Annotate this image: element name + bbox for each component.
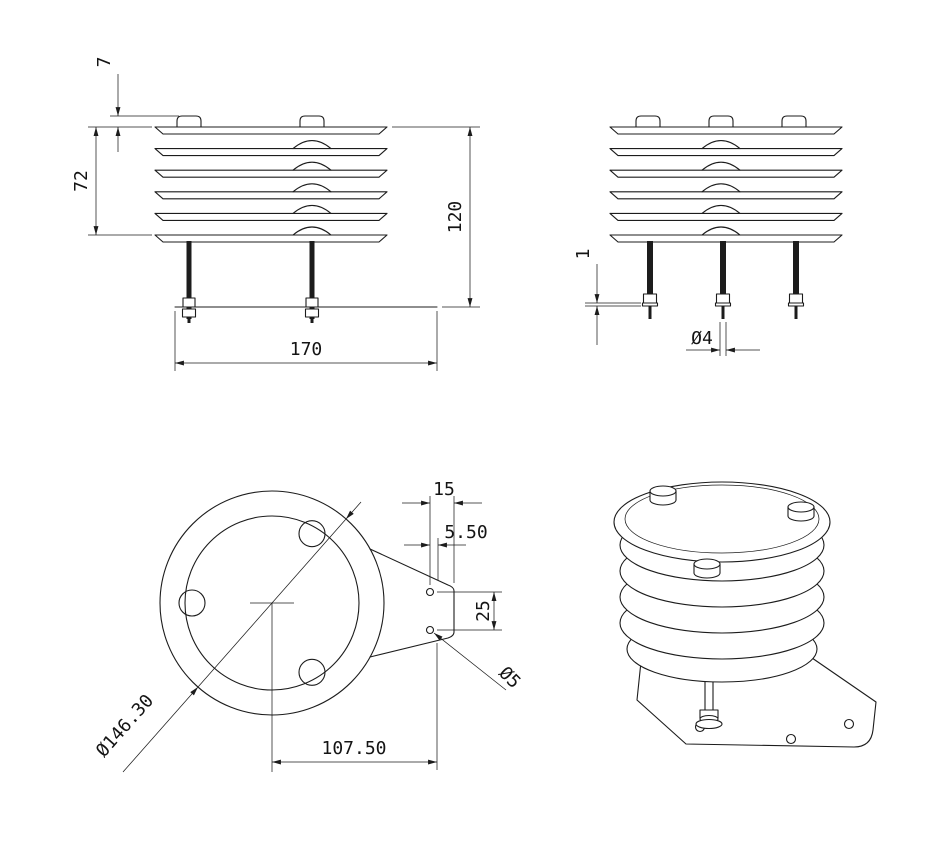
iso-washer xyxy=(695,718,723,730)
bottom-view: Ø146.30 15 5.50 25 Ø5 xyxy=(92,479,525,773)
cap-hole xyxy=(298,520,326,548)
dim-base-width: 170 xyxy=(174,311,438,371)
dim-washer-thickness: 1 xyxy=(573,249,641,345)
dim-hole-edge-offset-label: 15 xyxy=(433,479,455,500)
dim-overall-height: 120 xyxy=(392,126,480,308)
dim-louver-stack-height-label: 72 xyxy=(71,170,92,192)
dim-shield-diameter: Ø146.30 xyxy=(92,501,362,773)
dim-louver-stack-height: 72 xyxy=(71,126,152,236)
cap-hole xyxy=(298,658,326,686)
dim-base-width-label: 170 xyxy=(290,339,323,360)
dim-stud-diameter-label: Ø4 xyxy=(691,328,713,349)
iso-cap xyxy=(693,558,721,579)
mount-bracket-outline xyxy=(369,548,455,658)
isometric-view xyxy=(613,481,877,748)
dim-hole-spacing: 25 xyxy=(437,591,502,631)
iso-lid-rim xyxy=(624,484,820,554)
dim-hole-side-offset-label: 5.50 xyxy=(444,522,487,543)
iso-lid xyxy=(613,481,831,563)
iso-cap xyxy=(649,485,677,506)
iso-cap xyxy=(787,501,815,522)
dim-cap-height: 7 xyxy=(94,57,179,152)
mount-hole xyxy=(425,625,435,635)
dim-hole-side-offset: 5.50 xyxy=(404,522,488,580)
side-view: 1 Ø4 xyxy=(573,115,843,356)
dim-hole-edge-offset: 15 xyxy=(402,479,482,585)
iso-mount-hole xyxy=(843,718,855,730)
dim-shield-diameter-label: Ø146.30 xyxy=(92,691,158,762)
dim-center-to-edge-label: 107.50 xyxy=(321,738,386,759)
dim-center-to-edge: 107.50 xyxy=(272,643,438,770)
iso-mount-hole xyxy=(785,733,797,745)
dim-mount-hole-diameter-label: Ø5 xyxy=(494,663,524,693)
dim-mount-hole-diameter: Ø5 xyxy=(433,632,525,693)
front-view: 7 72 120 170 xyxy=(71,57,480,371)
mount-hole xyxy=(425,587,435,597)
dim-stud-diameter: Ø4 xyxy=(686,322,760,356)
dim-hole-spacing-label: 25 xyxy=(473,600,494,622)
cap-hole xyxy=(178,589,206,617)
dim-washer-thickness-label: 1 xyxy=(573,249,594,260)
dim-overall-height-label: 120 xyxy=(445,201,466,234)
dim-cap-height-label: 7 xyxy=(94,57,115,68)
